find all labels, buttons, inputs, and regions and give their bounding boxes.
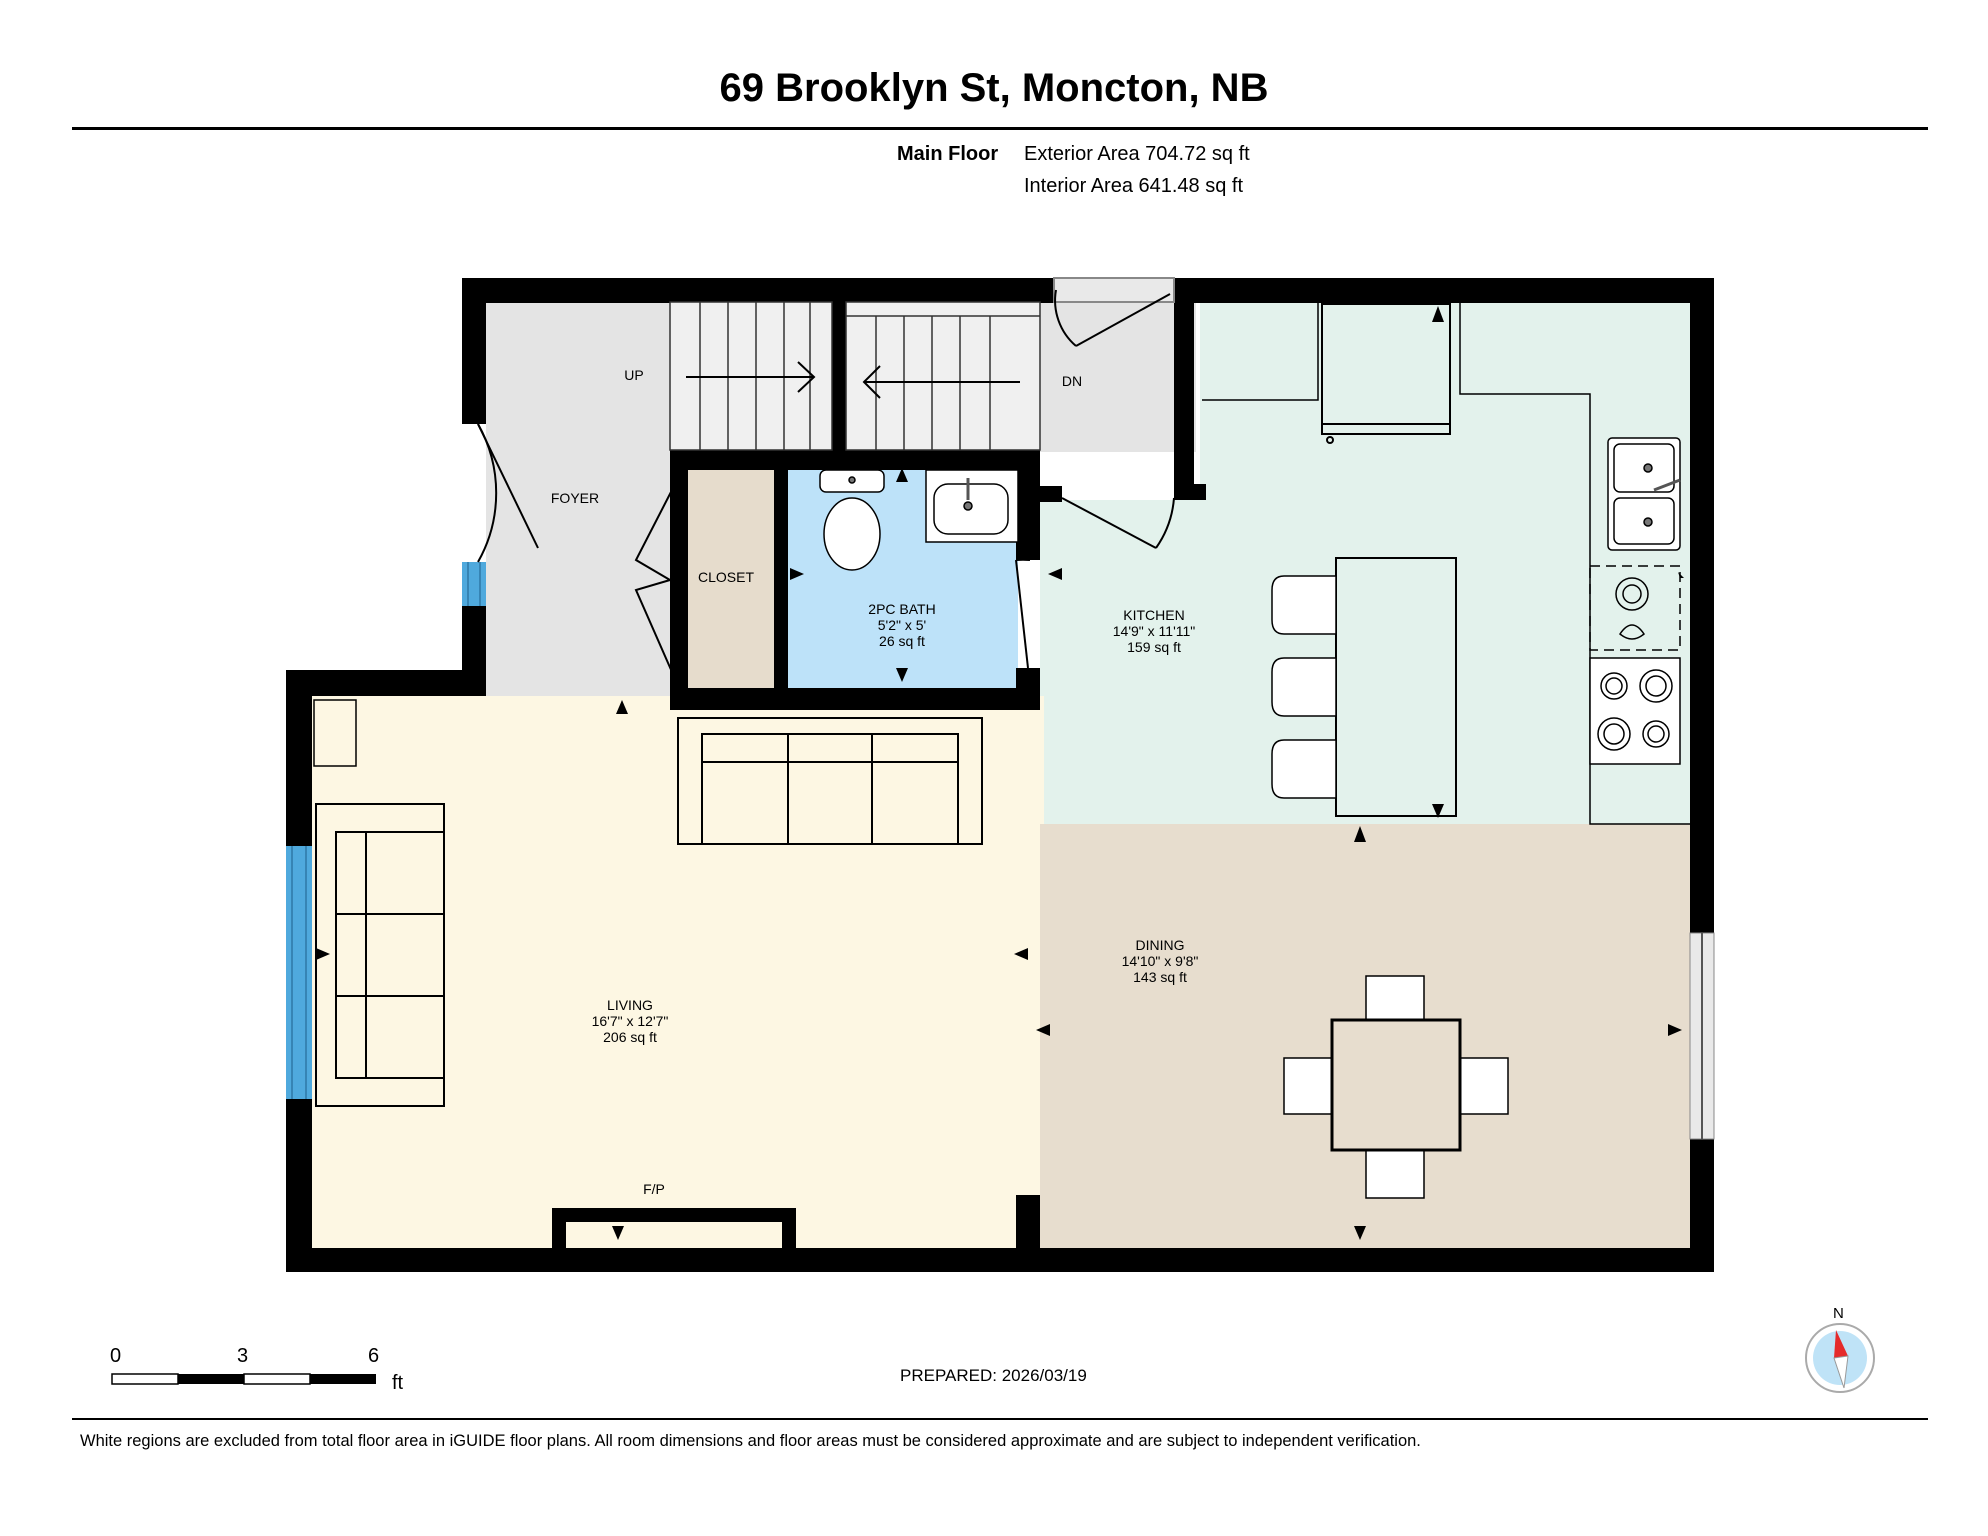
header-rule	[72, 127, 1928, 130]
exterior-walls	[286, 278, 1714, 1272]
dishwasher	[1589, 565, 1681, 651]
living-window	[286, 846, 312, 1099]
kitchen-floor-west	[1040, 500, 1202, 824]
dining-dims: 14'10" x 9'8"	[1122, 953, 1199, 969]
kitchen-dims: 14'9" x 11'11"	[1113, 623, 1196, 639]
stairs-down	[845, 301, 1041, 451]
refrigerator	[1321, 303, 1451, 444]
kitchen-sink	[1607, 437, 1681, 551]
bath-sink	[925, 469, 1019, 543]
interior-area: Interior Area 641.48 sq ft	[1024, 175, 1244, 197]
compass-icon	[1805, 1323, 1875, 1393]
kitchen-island	[1335, 557, 1457, 817]
footer-rule	[72, 1418, 1928, 1420]
scale-tick-3: 3	[237, 1345, 249, 1367]
bath-label: 2PC BATH	[868, 601, 935, 617]
stairs-up	[669, 301, 833, 451]
closet-floor	[686, 470, 774, 688]
toilet	[819, 469, 885, 571]
property-title: 69 Brooklyn St, Moncton, NB	[719, 66, 1269, 110]
bath-dims: 5'2" x 5'	[878, 617, 926, 633]
dining-area: 143 sq ft	[1133, 969, 1187, 985]
closet-label: CLOSET	[698, 569, 754, 585]
floor-label: Main Floor	[897, 143, 999, 165]
entry-door	[477, 423, 539, 563]
kitchen-counters	[1202, 302, 1690, 825]
stove	[1589, 657, 1681, 765]
dimension-markers	[316, 306, 1684, 1240]
top-door	[1053, 277, 1175, 347]
dining-label: DINING	[1136, 937, 1185, 953]
interior-walls	[552, 278, 1206, 1248]
bar-stools	[1271, 575, 1337, 799]
closet-door	[634, 489, 673, 673]
living-label: LIVING	[607, 997, 653, 1013]
kitchen-area: 159 sq ft	[1127, 639, 1181, 655]
scale-bar	[111, 1373, 376, 1385]
living-area: 206 sq ft	[603, 1029, 657, 1045]
foyer-label: FOYER	[551, 490, 599, 506]
stairs-up-label: UP	[624, 367, 643, 383]
foyer-window	[462, 562, 486, 606]
scale-unit: ft	[392, 1372, 404, 1394]
side-table	[313, 699, 357, 767]
kitchen-label: KITCHEN	[1123, 607, 1184, 623]
disclaimer-text: White regions are excluded from total fl…	[80, 1432, 1421, 1450]
foyer-floor	[486, 302, 670, 696]
bath-door	[1015, 558, 1031, 669]
scale-tick-6: 6	[368, 1345, 380, 1367]
fireplace-label: F/P	[643, 1181, 665, 1197]
exterior-area: Exterior Area 704.72 sq ft	[1024, 143, 1250, 165]
scale-tick-0: 0	[110, 1345, 122, 1367]
compass-north-label: N	[1833, 1305, 1844, 1322]
dining-table-set	[1283, 975, 1509, 1199]
sofa-north	[677, 717, 983, 845]
living-dims: 16'7" x 12'7"	[592, 1013, 669, 1029]
basement-door	[1061, 497, 1175, 549]
stairs-down-label: DN	[1062, 373, 1082, 389]
bath-area: 26 sq ft	[879, 633, 925, 649]
prepared-date: PREPARED: 2026/03/19	[900, 1366, 1087, 1385]
